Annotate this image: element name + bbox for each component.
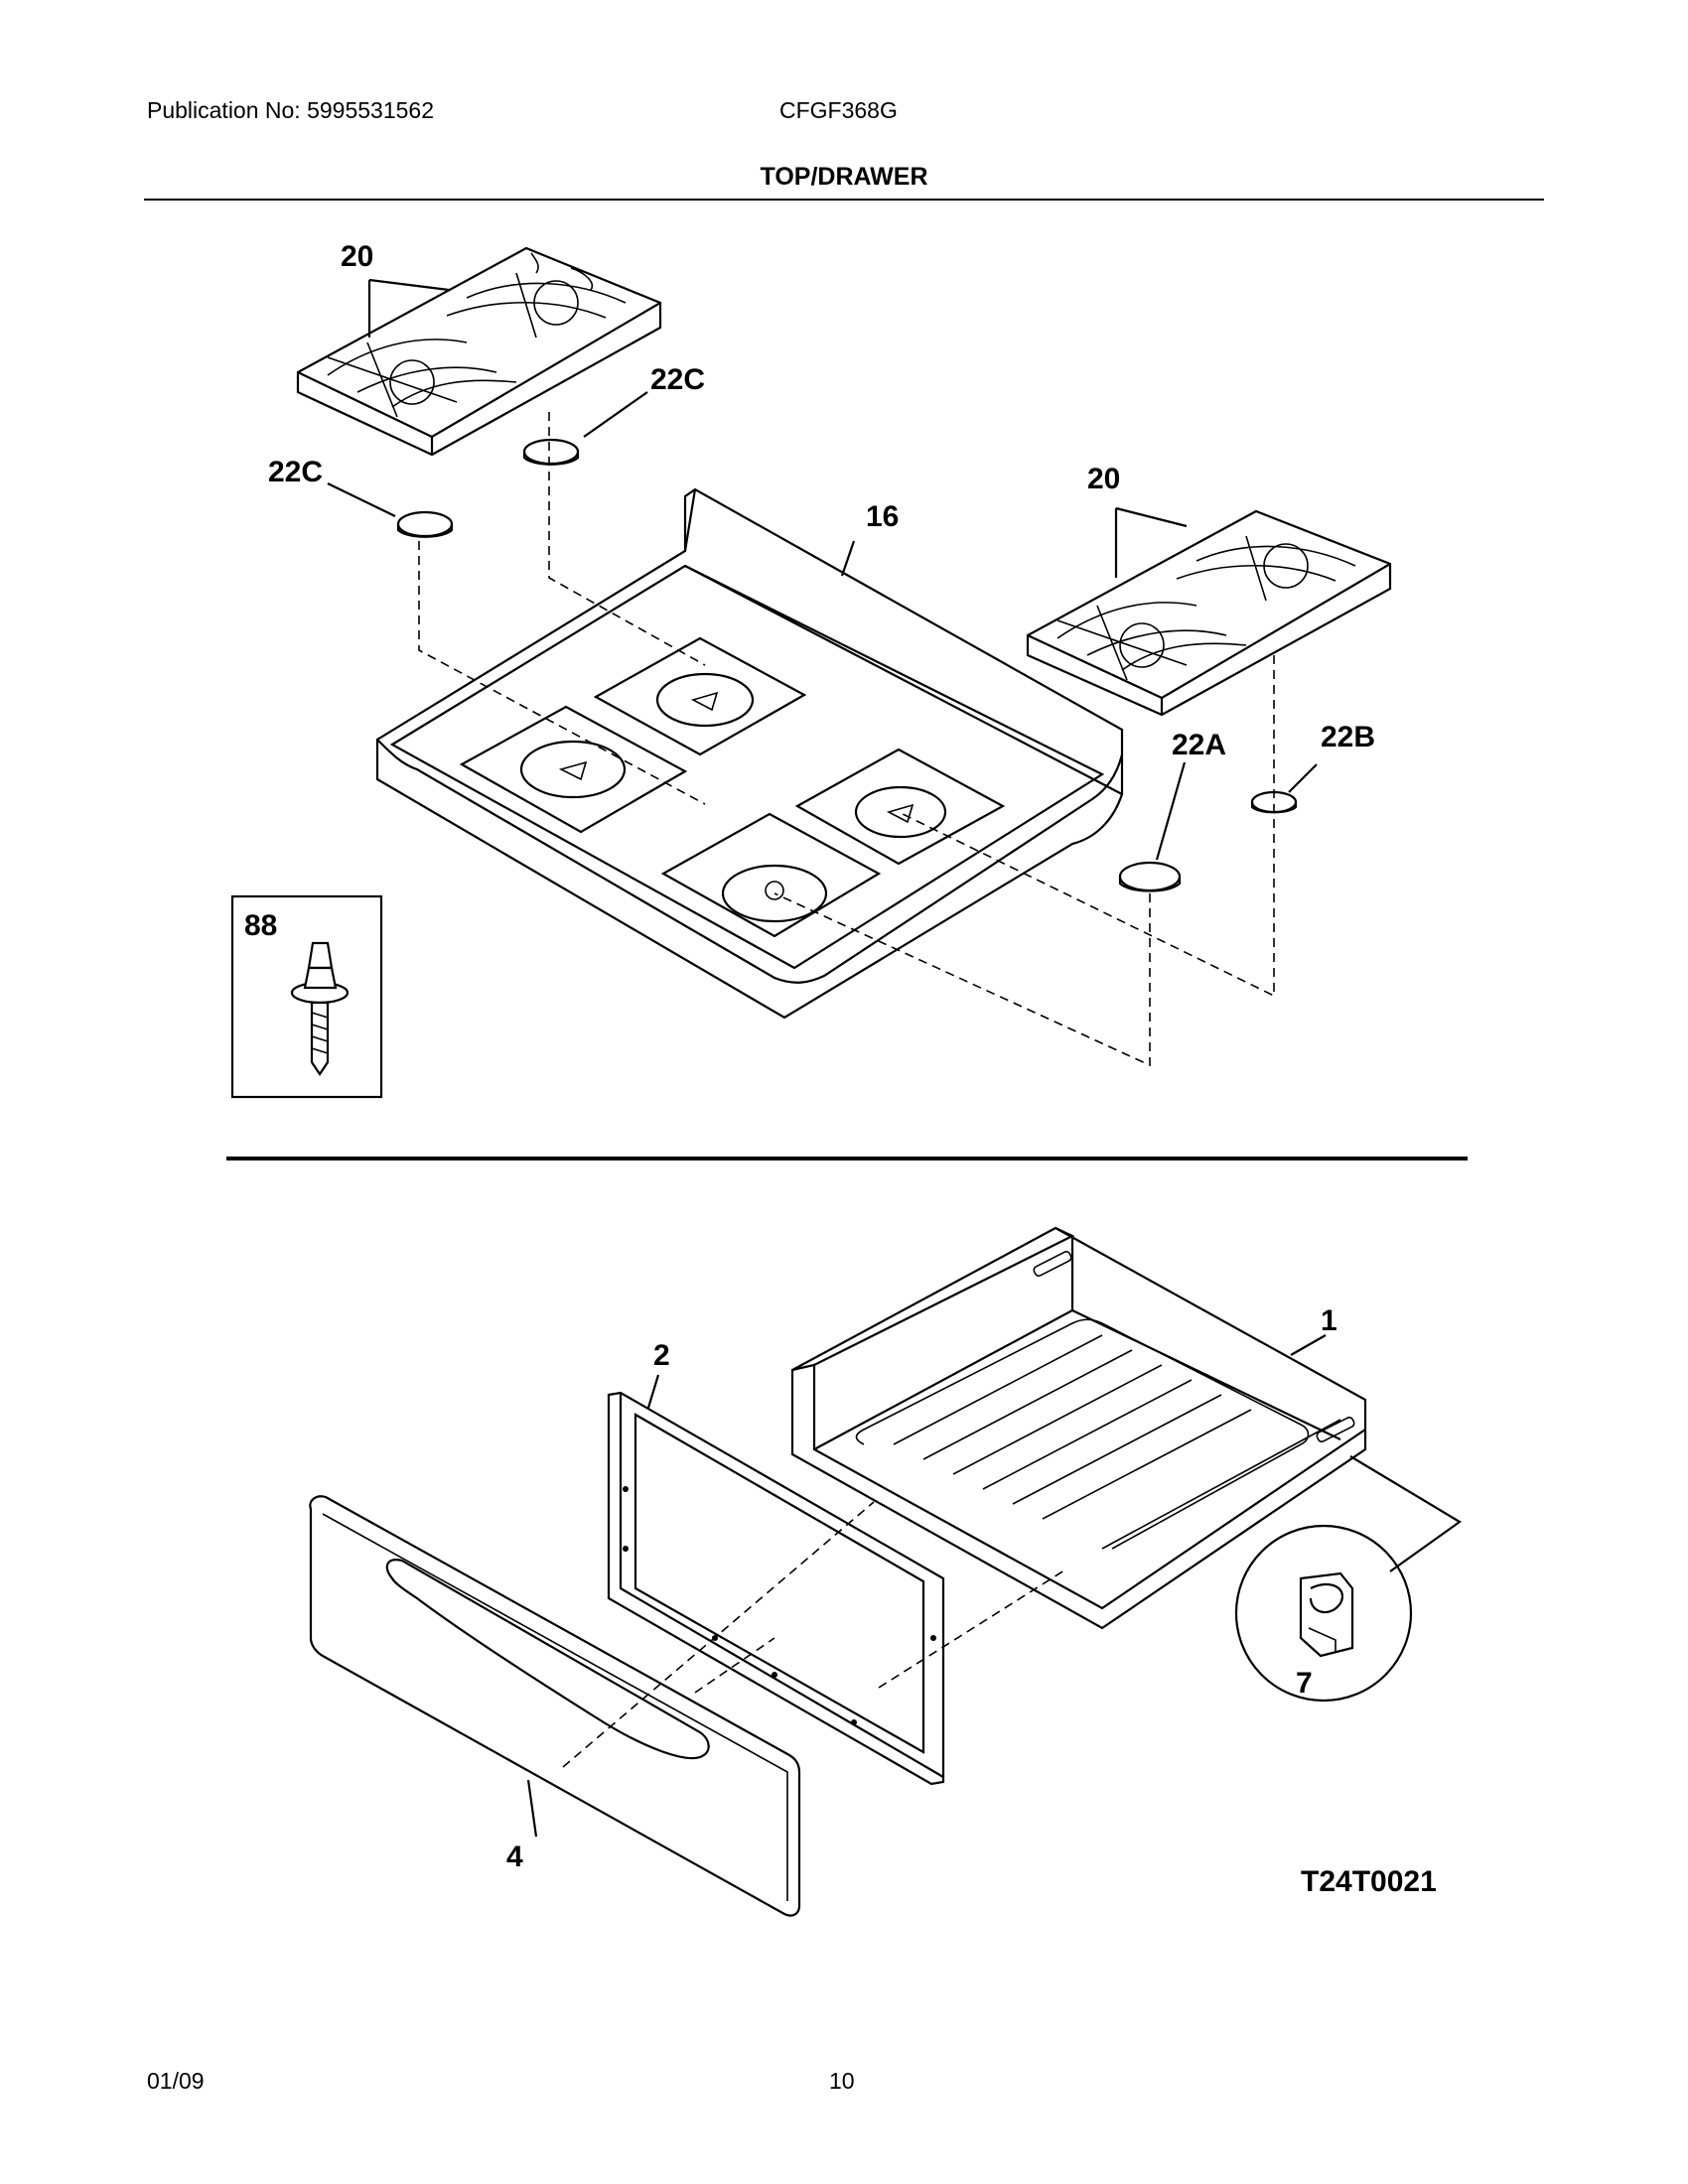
footer-date: 01/09 [147,2068,205,2094]
callout-2: 2 [653,1339,670,1372]
drawer-slide-detail [1234,1524,1413,1703]
screw-icon [290,941,350,1076]
burner-left-front [519,740,627,799]
slide-clip-icon [1299,1571,1354,1658]
model-number: CFGF368G [779,97,898,123]
grate-right [1026,509,1392,717]
callout-22b: 22B [1321,721,1375,753]
alignment-lines-bottom [562,1501,1068,1768]
leader-lines-top [327,278,1318,861]
burner-right-rear [854,785,947,839]
header-rule [144,199,1544,201]
publication-number: Publication No: 5995531562 [147,97,435,123]
alignment-lines-top [418,412,1275,1067]
callout-22a: 22A [1172,729,1226,761]
burner-right-front [721,864,828,923]
callout-16: 16 [866,500,899,533]
page-number: 10 [829,2068,855,2094]
burner-left-rear [655,672,755,728]
drawer-frame [607,1391,945,1786]
callout-22c-right: 22C [650,363,705,396]
leader-lines-bottom [526,1334,1463,1838]
drawer-front [309,1495,801,1917]
callout-4: 4 [506,1841,523,1873]
cooktop [375,487,1124,1020]
callout-88: 88 [244,909,277,942]
grate-left [296,246,662,457]
section-divider [226,1157,1468,1160]
callout-22c-left: 22C [268,456,323,488]
drawer-body [790,1226,1367,1630]
drawing-id: T24T0021 [1301,1865,1437,1898]
callout-labels: 20 22C 22C 16 20 22A 22B 88 1 2 7 4 T24T… [244,240,1437,1898]
callout-1: 1 [1321,1304,1337,1337]
callout-20-left: 20 [341,240,373,273]
callout-7: 7 [1296,1667,1313,1700]
cap-22c-right [522,438,580,466]
cap-22c-left [396,510,454,538]
screw-detail-box [230,894,383,1099]
cap-22a [1118,861,1182,892]
callout-20-right: 20 [1087,463,1120,495]
section-title: TOP/DRAWER [760,163,928,191]
